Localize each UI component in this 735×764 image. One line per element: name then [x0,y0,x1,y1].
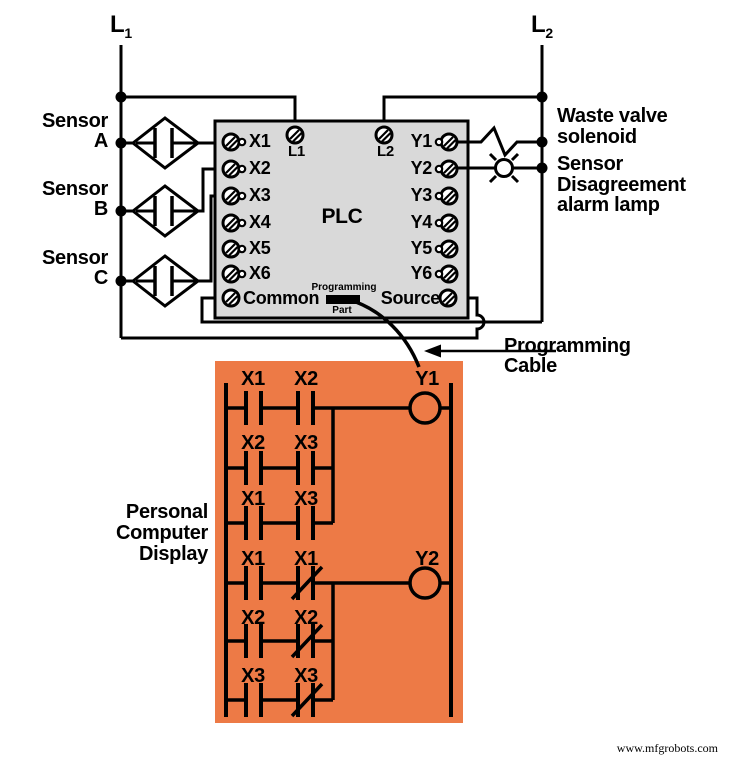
cable-pointer-arrow-icon [424,344,556,358]
output-y6-label: Y6 [410,263,433,283]
sensor-a-symbol [121,116,223,170]
rung1-branch1-contact1-label: X2 [241,432,265,454]
input-x2-label: X2 [249,158,271,178]
input-x5-label: X5 [249,238,271,258]
sensor-c-symbol [121,194,223,308]
source-terminal-label: Source [380,288,441,308]
rung2-contact2-label: X1 [294,548,318,570]
plc-title: PLC [321,205,363,228]
rung1-contact1-label: X1 [241,368,265,390]
programming-port-label: Programming [311,282,377,293]
rung1-contact2-label: X2 [294,368,318,390]
l2-terminal-label: L2 [377,143,394,160]
rung1-branch2-contact2-label: X3 [294,488,318,510]
output-y5-label: Y5 [410,238,433,258]
rung1-branch2-contact1-label: X1 [241,488,265,510]
coil-y1-icon [408,391,442,425]
junction-dots [115,91,548,287]
ladder-diagram [224,383,453,718]
input-x4-label: X4 [249,212,271,232]
lamp-icon [457,152,542,184]
rung1-branch1-contact2-label: X3 [294,432,318,454]
rung1-coil-label: Y1 [415,368,439,390]
rung2-branch2-contact1-label: X3 [241,665,265,687]
l1-rail-label: L1 [110,11,132,41]
input-x3-label: X3 [249,185,271,205]
sensor-b-symbol [121,167,223,238]
rung2-branch2-contact2-label: X3 [294,665,318,687]
output-y2-label: Y2 [410,158,433,178]
plc-box [213,119,470,320]
ladder-rung-wires [226,406,451,702]
output-y1-label: Y1 [410,131,433,151]
rung2-contact1-label: X1 [241,548,265,570]
output-y4-label: Y4 [410,212,433,232]
input-x6-label: X6 [249,263,271,283]
l2-rail-label: L2 [531,11,553,41]
rung2-branch1-contact1-label: X2 [241,607,265,629]
nc-contact-slashes [290,565,324,718]
contact-bars [244,391,315,717]
rung2-branch1-contact2-label: X2 [294,607,318,629]
solenoid-icon [457,125,542,158]
source-wire [121,296,486,340]
watermark: www.mfgrobots.com [616,741,718,755]
coil-y2-icon [408,566,442,600]
common-wire [200,296,542,324]
ladder-rails [224,383,453,717]
input-x1-label: X1 [249,131,271,151]
rung2-coil-label: Y2 [415,548,439,570]
programming-port-sublabel: Part [332,305,352,316]
common-terminal-label: Common [243,288,320,308]
programming-cable-curve [355,300,421,368]
output-y3-label: Y3 [410,185,433,205]
programming-port-icon [326,295,360,304]
l1-terminal-label: L1 [288,143,305,160]
